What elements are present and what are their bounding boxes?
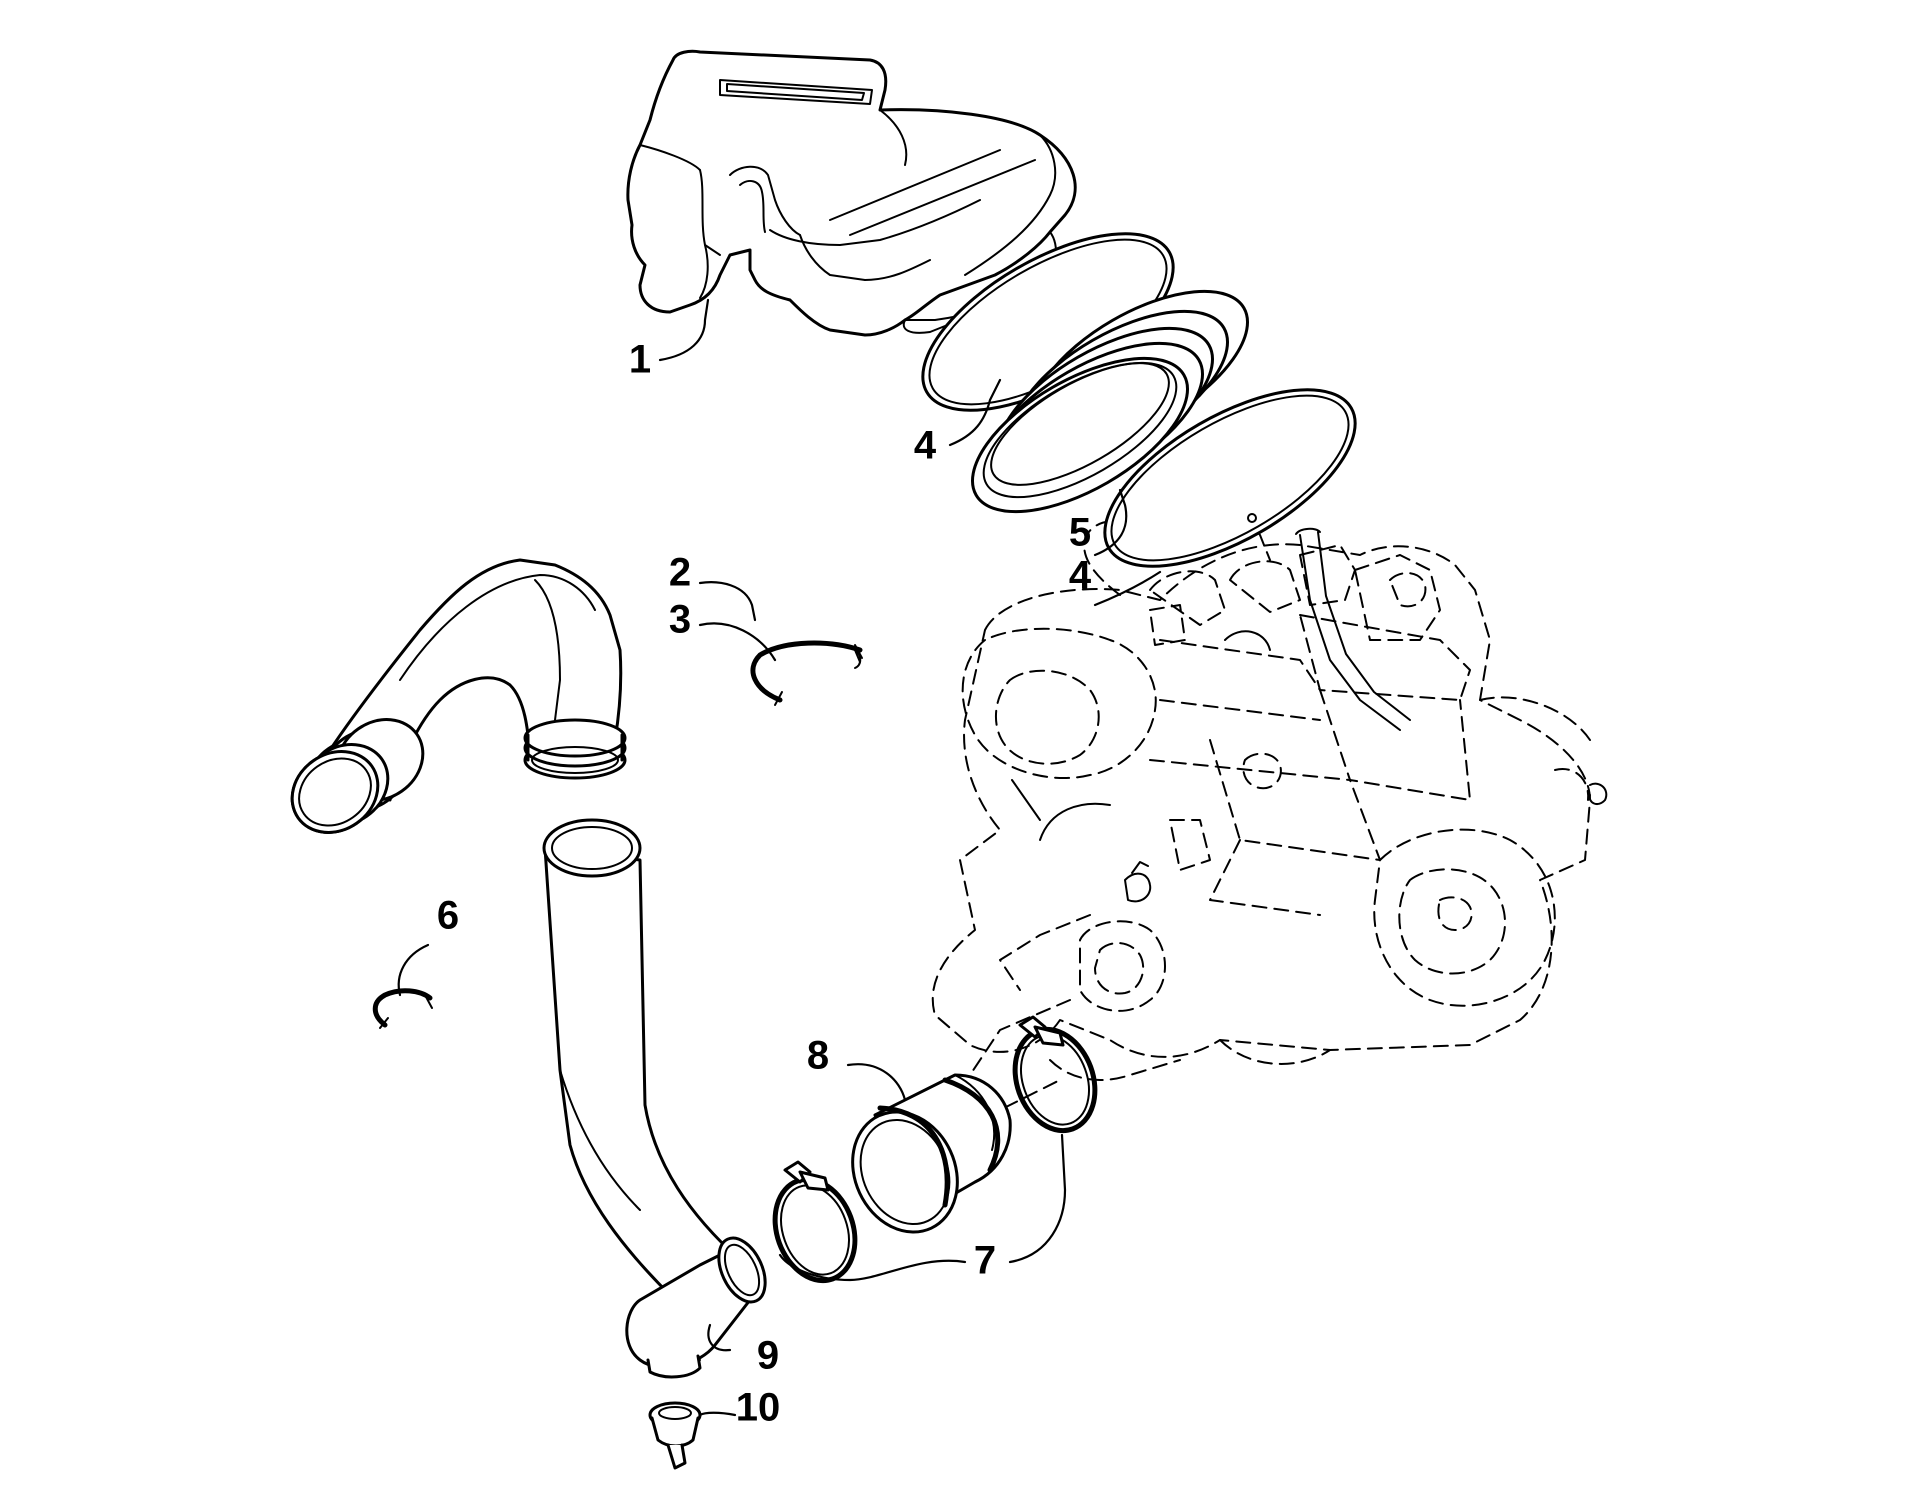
drain-elbow — [625, 1236, 767, 1379]
callout-4-lower: 4 — [1069, 554, 1092, 598]
callout-3: 3 — [669, 598, 691, 642]
callout-1: 1 — [629, 338, 651, 382]
intake-tube-long — [542, 818, 742, 1297]
callout-6: 6 — [437, 894, 459, 938]
callout-5: 5 — [1069, 511, 1091, 555]
callout-7: 7 — [974, 1239, 996, 1283]
intake-duct-elbow — [290, 558, 627, 834]
drain-grommet — [648, 1401, 702, 1470]
callout-10: 10 — [736, 1386, 781, 1430]
hose-clamp-6 — [372, 988, 433, 1029]
engine-outline — [931, 520, 1608, 1111]
hose-clamp-7-left — [772, 1160, 858, 1284]
callout-4-upper: 4 — [914, 424, 937, 468]
intake-coupler — [851, 1073, 1012, 1234]
hose-clamp-7-right — [1012, 1015, 1098, 1134]
callout-8: 8 — [807, 1034, 829, 1078]
hose-clamp-3 — [750, 640, 863, 706]
callout-labels: 1 4 5 4 2 3 6 8 7 9 10 — [437, 338, 1092, 1430]
callout-9: 9 — [757, 1334, 779, 1378]
intake-boot — [971, 289, 1249, 514]
air-box — [626, 49, 1077, 337]
leader-lines — [397, 298, 1162, 1417]
callout-2: 2 — [669, 551, 691, 595]
